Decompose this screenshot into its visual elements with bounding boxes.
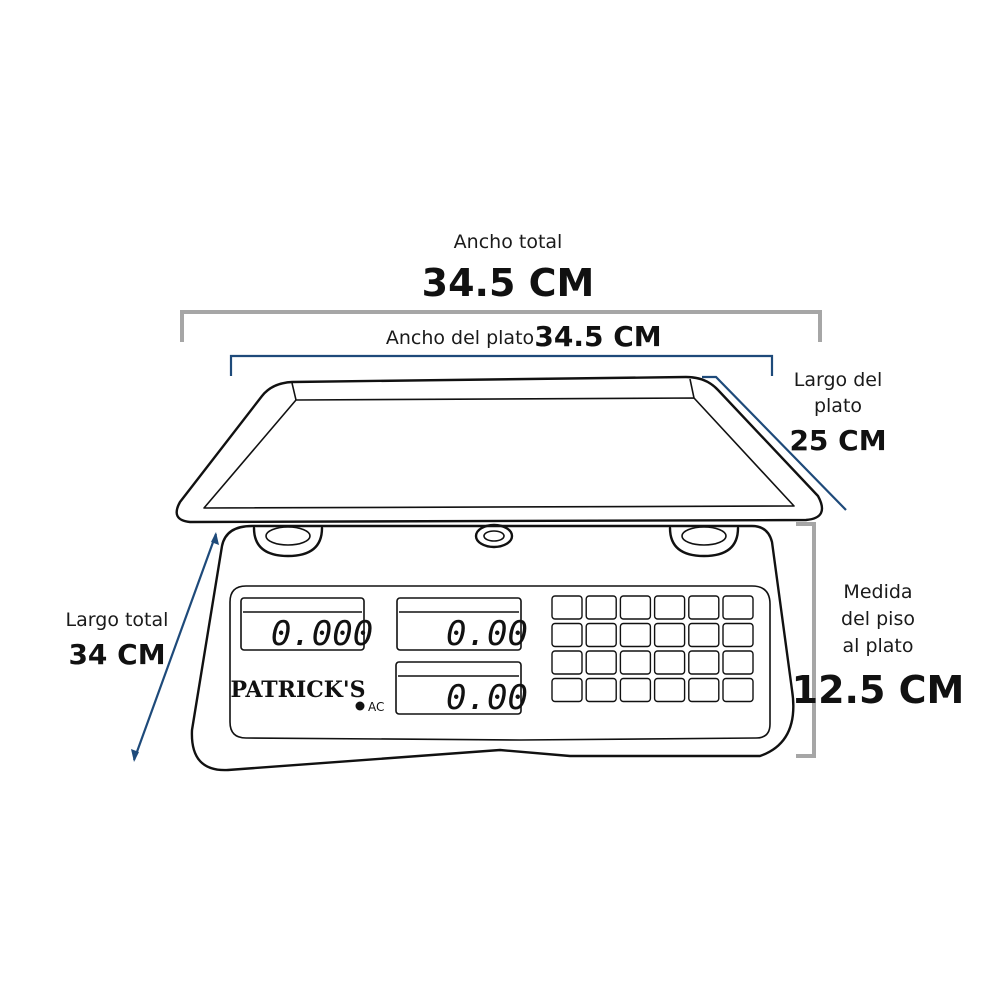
floor-to-plate-dimension: Medida del piso al plato 12.5 CM — [792, 522, 965, 758]
plate-width-label: Ancho del plato — [386, 327, 534, 349]
plate-length-line — [702, 375, 847, 511]
keypad-key — [722, 622, 754, 648]
level-bubble — [474, 523, 514, 549]
floor-to-plate-label-line2: del piso — [841, 608, 915, 630]
plate-outer — [175, 375, 824, 524]
keypad-key — [619, 677, 652, 703]
keypad-key — [653, 677, 686, 703]
keypad-key — [722, 677, 754, 703]
floor-to-plate-bracket — [796, 522, 816, 758]
total-length-label: Largo total — [66, 609, 169, 631]
keypad-key — [551, 650, 583, 675]
display-panel — [229, 585, 771, 741]
total-width-label: Ancho total — [454, 231, 563, 253]
scale-body: 0.000 0.00 0.00 PATRICK'S AC — [190, 523, 795, 772]
keypad-key — [585, 677, 617, 703]
keypad-key — [551, 595, 583, 620]
ac-indicator-label: AC — [368, 700, 384, 714]
keypad-key — [585, 650, 617, 675]
keypad-key — [688, 650, 720, 675]
weight-display: 0.000 — [240, 597, 373, 654]
keypad-key — [722, 650, 754, 675]
floor-to-plate-label-line3: al plato — [842, 635, 913, 657]
keypad-key — [653, 650, 686, 675]
ac-indicator-dot — [355, 701, 365, 711]
plate-width-value: 34.5 CM — [534, 320, 661, 353]
keypad-key — [619, 595, 652, 620]
brand-logo: PATRICK'S — [230, 677, 365, 703]
total-length-line — [132, 533, 218, 761]
keypad-key — [551, 622, 583, 648]
floor-to-plate-label-line1: Medida — [843, 581, 912, 603]
keypad-key — [688, 677, 720, 703]
keypad-key — [551, 677, 583, 703]
scale-base — [190, 524, 795, 772]
total-length-arrow-bottom — [131, 749, 139, 762]
keypad-key — [688, 622, 720, 648]
floor-to-plate-value: 12.5 CM — [792, 668, 965, 712]
keypad-key — [722, 595, 754, 620]
keypad-key — [653, 622, 686, 648]
total-display: 0.00 — [395, 661, 528, 718]
total-width-bracket — [180, 310, 822, 342]
total-length-value: 34 CM — [68, 638, 165, 671]
total-length-arrow-top — [211, 532, 219, 545]
weight-display-value: 0.000 — [271, 614, 373, 654]
total-length-dimension: Largo total 34 CM — [66, 532, 219, 762]
plate-length-dimension: Largo del plato 25 CM — [702, 369, 887, 511]
right-post — [668, 526, 740, 558]
keypad-key — [619, 650, 652, 675]
keypad — [551, 595, 754, 703]
total-width-dimension: Ancho total 34.5 CM — [180, 231, 822, 342]
total-width-value: 34.5 CM — [422, 261, 595, 305]
plate-length-label-line1: Largo del — [794, 369, 882, 391]
keypad-key — [585, 622, 617, 648]
keypad-key — [619, 622, 652, 648]
left-post — [252, 526, 324, 558]
keypad-key — [653, 595, 686, 620]
plate-inner — [203, 397, 795, 509]
price-display-value: 0.00 — [446, 614, 528, 654]
plate-length-label-line2: plato — [814, 395, 862, 417]
weighing-plate — [175, 375, 824, 524]
plate-width-dimension: Ancho del plato 34.5 CM — [229, 320, 774, 376]
keypad-key — [585, 595, 617, 620]
total-display-value: 0.00 — [446, 678, 528, 718]
price-display: 0.00 — [396, 597, 528, 654]
plate-width-bracket — [229, 354, 774, 376]
keypad-key — [688, 595, 720, 620]
plate-length-value: 25 CM — [789, 424, 886, 457]
